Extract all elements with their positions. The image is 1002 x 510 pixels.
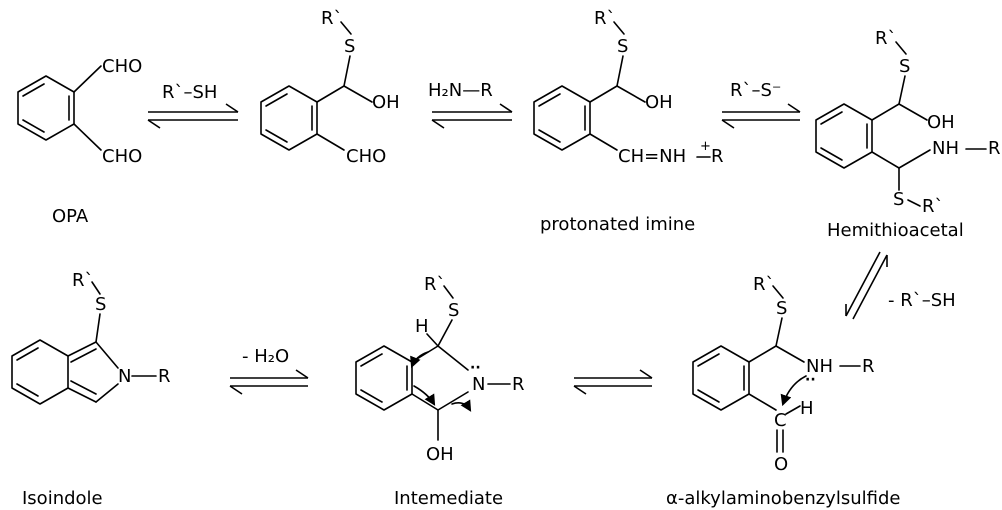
oxygen-atom: O: [774, 454, 788, 475]
sulfur-atom: S: [899, 56, 910, 77]
r-group: R: [711, 146, 724, 167]
imine-label: CH=NH: [618, 146, 686, 167]
reagent-label: R`–S⁻: [730, 80, 781, 101]
hemithioacetal-structure: R` S OH NH R S R`: [815, 28, 1001, 217]
sulfur-atom: S: [448, 300, 459, 321]
sulfur-atom: S: [893, 189, 904, 210]
benzene-ring: [260, 85, 318, 151]
reagent-label: - H₂O: [242, 346, 289, 367]
equilibrium-arrow: [147, 103, 239, 129]
cho-label: CHO: [102, 56, 142, 77]
positive-charge: +: [700, 139, 711, 154]
thiol-substituent: R`: [753, 274, 775, 295]
compound-name-isoindole: Isoindole: [22, 488, 103, 509]
sulfur-atom: S: [617, 36, 628, 57]
intermediate-structure: R` S H ·· N R OH: [355, 274, 525, 465]
equilibrium-arrow: [229, 369, 309, 395]
bond: [73, 65, 102, 93]
hydrogen-atom: H: [415, 316, 429, 337]
benzene-ring: [533, 85, 591, 151]
amine-label: NH: [932, 138, 959, 159]
reagent-label: R`–SH: [162, 82, 217, 103]
compound-name-intermediate: Intemediate: [394, 488, 503, 509]
equilibrium-arrow: [573, 369, 653, 395]
reagent-label: - R`–SH: [888, 290, 956, 311]
benzene-ring: [692, 345, 750, 411]
opa-structure: CHO CHO: [17, 56, 142, 167]
alkylaminobenzylsulfide-structure: R` S NH ·· R C H O: [692, 274, 875, 475]
equilibrium-arrow: [845, 251, 888, 320]
hydroxyl-label: OH: [372, 92, 400, 113]
r-group: R: [862, 356, 875, 377]
benzene-ring: [815, 103, 873, 169]
r-group: R: [988, 138, 1001, 159]
isoindole-structure: R` S N R: [11, 270, 171, 405]
carbonyl-carbon: C: [774, 410, 787, 431]
compound-name-hemithioacetal: Hemithioacetal: [827, 220, 964, 241]
benzene-ring: [11, 339, 69, 405]
r-group: R: [158, 366, 171, 387]
protonated-imine-structure: R` S OH CH=NH + R: [533, 8, 724, 167]
hydroxyl-label: OH: [426, 444, 454, 465]
reagent-label: H₂N—R: [428, 80, 493, 101]
equilibrium-arrow: [431, 103, 513, 129]
cho-label: CHO: [102, 146, 142, 167]
benzene-ring: [17, 75, 75, 141]
nitrogen-atom: N: [118, 366, 131, 387]
sulfur-atom: S: [95, 294, 106, 315]
cho-label: CHO: [346, 146, 386, 167]
thiohemiacetal-structure: R` S OH CHO: [260, 8, 400, 167]
thiol-substituent: R`: [321, 8, 343, 29]
sulfur-atom: S: [344, 36, 355, 57]
hydroxyl-label: OH: [645, 92, 673, 113]
amine-label: NH: [806, 356, 833, 377]
nitrogen-atom: N: [472, 374, 485, 395]
thiol-substituent: R`: [424, 274, 446, 295]
r-group: R: [512, 374, 525, 395]
compound-name-protonated-imine: protonated imine: [540, 214, 695, 235]
bond: [73, 123, 102, 151]
hydrogen-atom: H: [800, 398, 814, 419]
sulfur-atom: S: [776, 298, 787, 319]
hydroxyl-label: OH: [927, 112, 955, 133]
thiol-substituent: R`: [72, 270, 94, 291]
thiol-substituent: R`: [875, 28, 897, 49]
compound-name-opa: OPA: [52, 206, 89, 227]
lone-pair: ··: [470, 360, 481, 376]
benzene-ring: [355, 345, 413, 411]
equilibrium-arrow: [721, 103, 801, 129]
thiol-substituent: R`: [594, 8, 616, 29]
compound-name-alkylaminobenzylsulfide: α-alkylaminobenzylsulfide: [666, 488, 900, 509]
thiol-substituent: R`: [922, 196, 944, 217]
lone-pair: ··: [805, 372, 816, 388]
